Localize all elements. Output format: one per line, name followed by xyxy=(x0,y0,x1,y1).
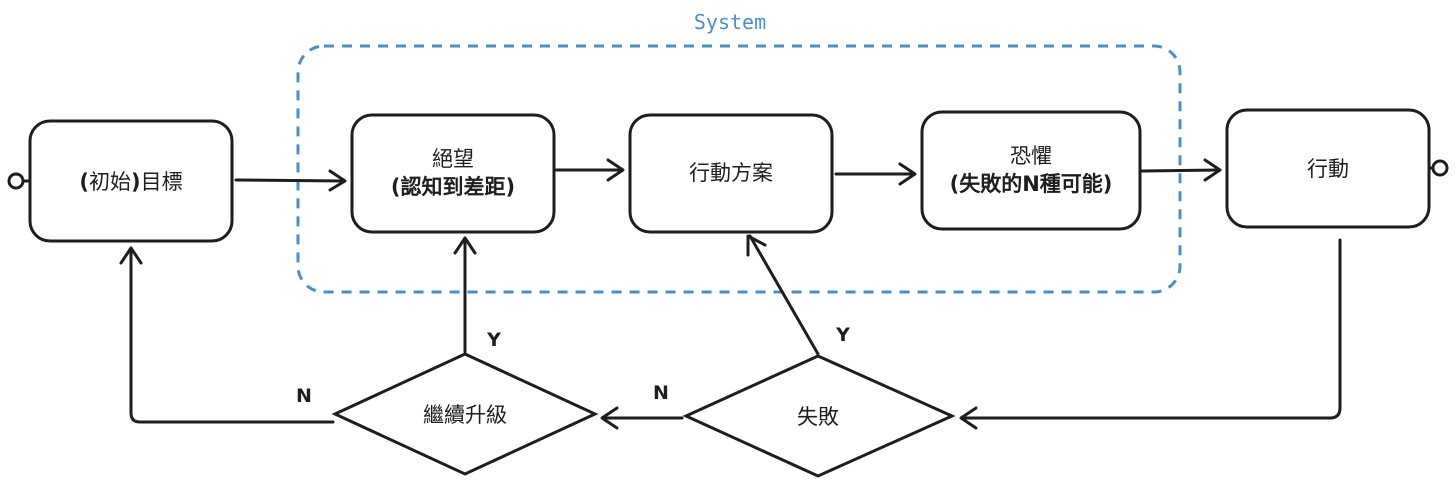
action-label: 行動 xyxy=(1307,157,1349,181)
failure-no-label: N xyxy=(653,382,669,404)
goal-word2: 目標 xyxy=(141,170,183,194)
system-label: System xyxy=(694,10,766,34)
system-boundary xyxy=(296,44,1182,294)
goal-prefix: ( xyxy=(79,170,89,194)
fear-subtitle: (失敗的N種可能) xyxy=(950,172,1113,196)
arrowhead-despair-plan xyxy=(606,158,625,182)
arrowhead-action-failure xyxy=(959,406,978,430)
arrowhead-failure-upgrade xyxy=(600,406,619,430)
node-initial-goal[interactable]: (初始)目標 xyxy=(28,119,234,243)
decision-continue-upgrade[interactable]: 繼續升級 xyxy=(331,352,599,476)
arrowhead-failure-plan xyxy=(746,234,767,257)
end-terminal-icon xyxy=(1431,159,1449,177)
edge-fear-action xyxy=(1140,168,1221,173)
svg-text:(初始)目標: (初始)目標 xyxy=(79,170,182,194)
arrowhead-upgrade-despair xyxy=(453,236,477,255)
failure-yes-label: Y xyxy=(835,324,850,346)
node-action-plan[interactable]: 行動方案 xyxy=(628,113,834,234)
arrowhead-upgrade-goal xyxy=(119,246,143,265)
arrowhead-goal-despair xyxy=(328,169,347,192)
goal-word1: 初始 xyxy=(89,170,131,194)
upgrade-no-label: N xyxy=(296,385,312,407)
node-fear[interactable]: 恐懼 (失敗的N種可能) xyxy=(920,110,1142,231)
action-plan-label: 行動方案 xyxy=(689,161,773,185)
upgrade-label: 繼續升級 xyxy=(423,403,507,427)
edge-upgrade-goal xyxy=(129,248,335,424)
fear-title: 恐懼 xyxy=(1010,144,1052,168)
edge-goal-despair xyxy=(234,178,346,183)
goal-suffix: ) xyxy=(131,170,141,194)
arrowhead-plan-fear xyxy=(898,162,917,186)
despair-title: 絕望 xyxy=(432,147,474,171)
edge-failure-plan xyxy=(748,234,820,356)
edge-action-failure xyxy=(960,238,1342,420)
decision-failure[interactable]: 失敗 xyxy=(682,354,956,478)
node-action[interactable]: 行動 xyxy=(1225,108,1431,229)
despair-subtitle: (認知到差距) xyxy=(391,175,515,199)
arrowhead-fear-action xyxy=(1203,158,1222,182)
node-despair[interactable]: 絕望 (認知到差距) xyxy=(350,113,556,234)
upgrade-yes-label: Y xyxy=(486,329,501,351)
start-terminal-icon xyxy=(7,172,25,190)
failure-label: 失敗 xyxy=(797,405,839,429)
